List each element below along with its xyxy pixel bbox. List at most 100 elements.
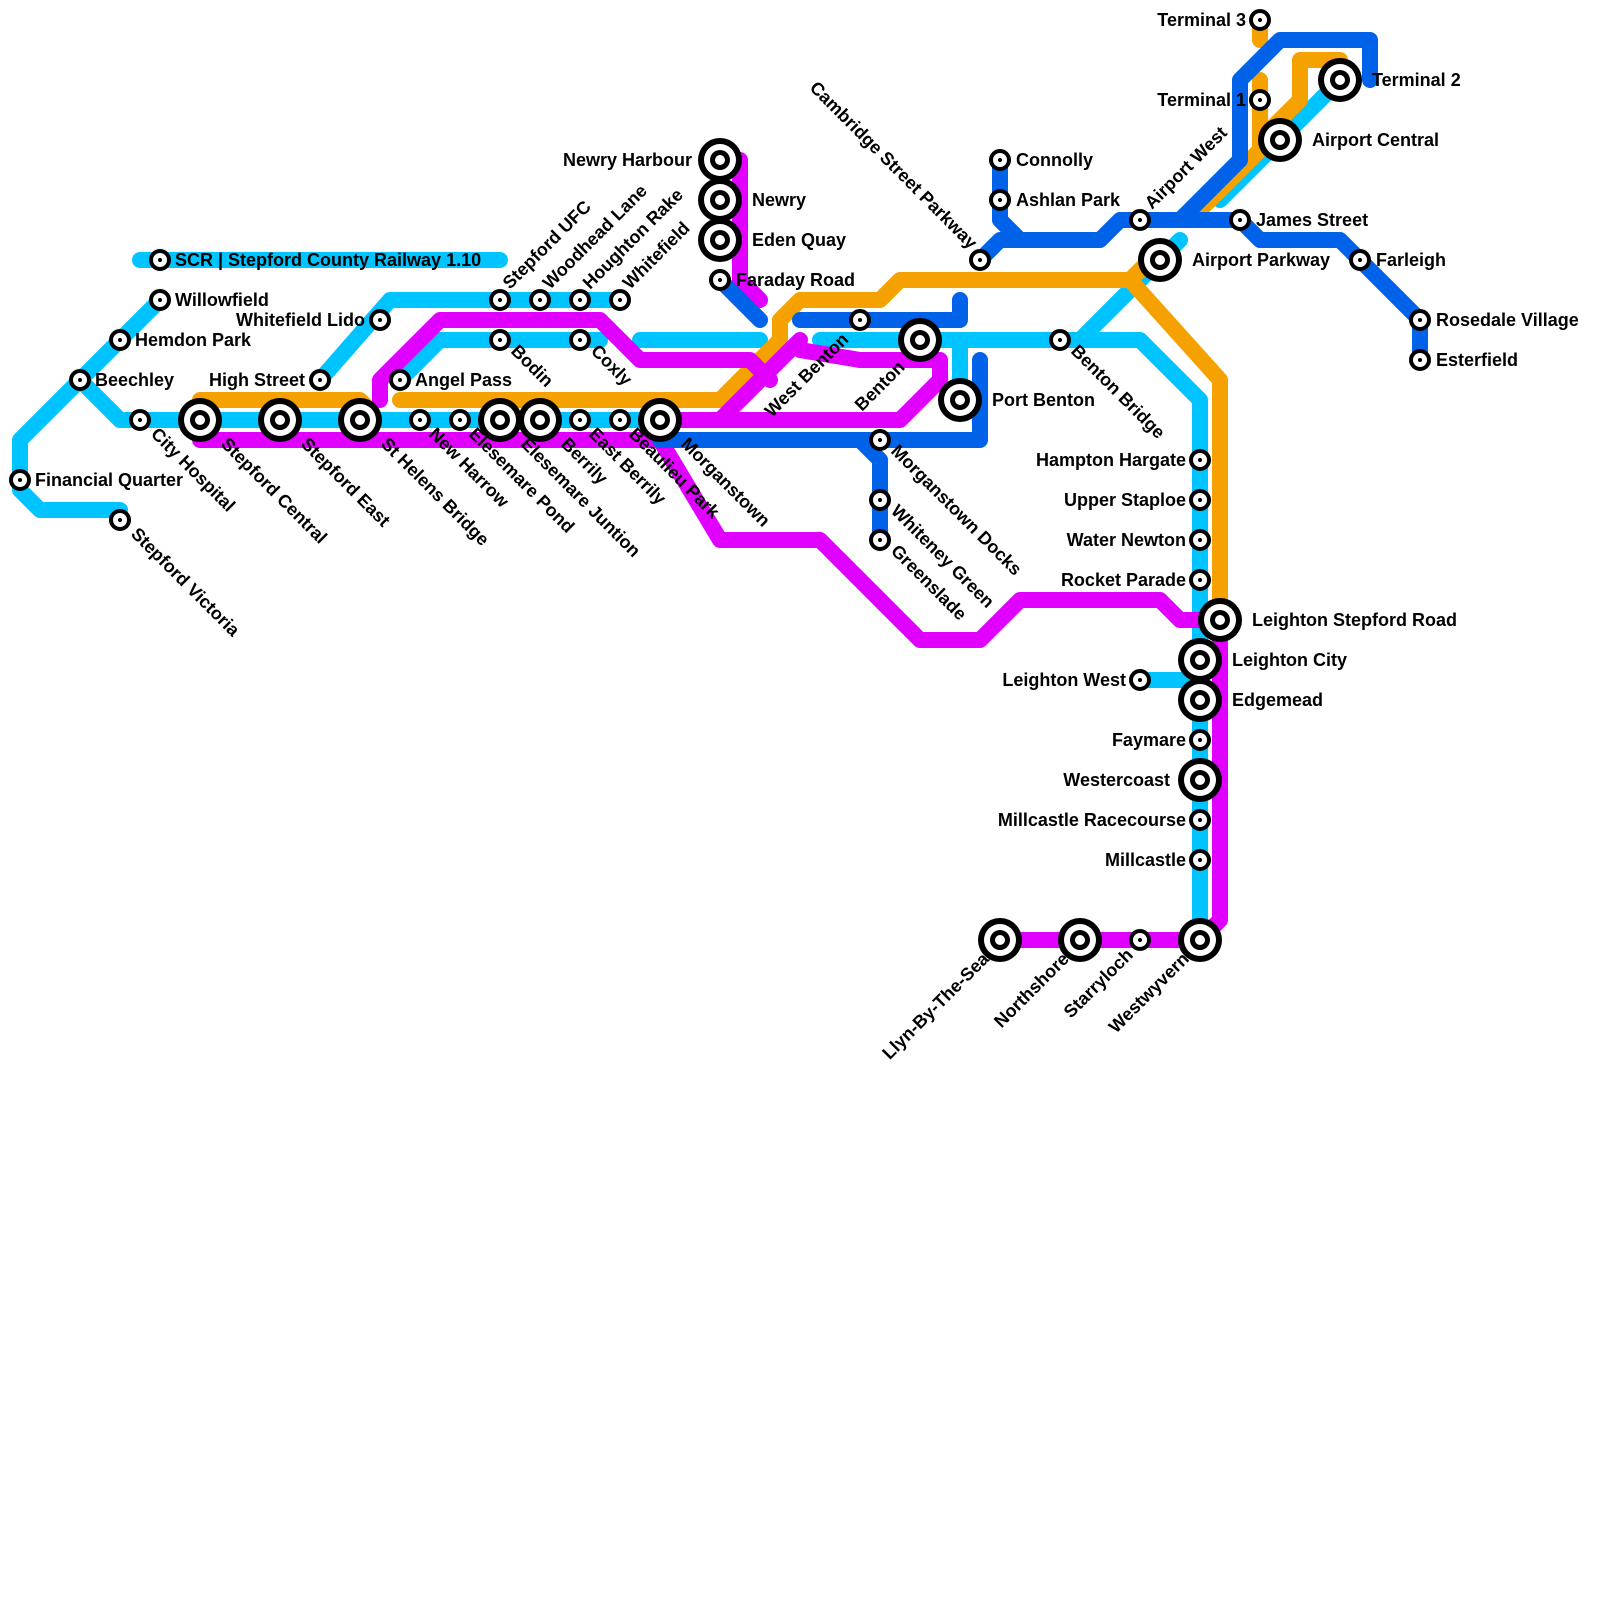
stop-ashlan-park[interactable] <box>991 191 1009 209</box>
label-high-street: High Street <box>209 370 305 390</box>
label-millcastle-racecourse: Millcastle Racecourse <box>998 810 1186 830</box>
label-st-helens-bridge: St Helens Bridge <box>377 434 493 550</box>
interchange-newry-harbour[interactable] <box>698 138 742 182</box>
label-rocket-parade: Rocket Parade <box>1061 570 1186 590</box>
stop-bodin[interactable] <box>491 331 509 349</box>
interchange-newry[interactable] <box>698 178 742 222</box>
stop-millcastle-racecourse[interactable] <box>1191 811 1209 829</box>
stop-whitefield[interactable] <box>611 291 629 309</box>
label-upper-staploe: Upper Staploe <box>1064 490 1186 510</box>
stop-leighton-west[interactable] <box>1131 671 1149 689</box>
label-farleigh: Farleigh <box>1376 250 1446 270</box>
interchange-port-benton[interactable] <box>938 378 982 422</box>
stop-connolly[interactable] <box>991 151 1009 169</box>
label-james-street: James Street <box>1256 210 1368 230</box>
label-leighton-stepford-road: Leighton Stepford Road <box>1252 610 1457 630</box>
stop-greenslade[interactable] <box>871 531 889 549</box>
label-financial-quarter: Financial Quarter <box>35 470 183 490</box>
stop-stepford-victoria[interactable] <box>111 511 129 529</box>
stop-high-street[interactable] <box>311 371 329 389</box>
label-terminal-2: Terminal 2 <box>1372 70 1461 90</box>
label-airport-central: Airport Central <box>1312 130 1439 150</box>
label-connolly: Connolly <box>1016 150 1093 170</box>
stop-beaulieu-park[interactable] <box>611 411 629 429</box>
label-airport-parkway: Airport Parkway <box>1192 250 1330 270</box>
label-cambridge-street-parkway: Cambridge Street Parkway <box>806 77 981 252</box>
stop-benton-bridge[interactable] <box>1051 331 1069 349</box>
stop-farleigh[interactable] <box>1351 251 1369 269</box>
label-willowfield: Willowfield <box>175 290 269 310</box>
interchange-stepford-east[interactable] <box>258 398 302 442</box>
stop-beechley[interactable] <box>71 371 89 389</box>
label-llyn-by-the-sea: Llyn-By-The-Sea <box>878 948 993 1063</box>
stop-terminal-3[interactable] <box>1251 11 1269 29</box>
stop-east-berrily[interactable] <box>571 411 589 429</box>
stop-esterfield[interactable] <box>1411 351 1429 369</box>
stop-scr[interactable] <box>151 251 169 269</box>
interchange-airport-parkway[interactable] <box>1138 238 1182 282</box>
label-angel-pass: Angel Pass <box>415 370 512 390</box>
label-bodin: Bodin <box>507 341 557 391</box>
label-ashlan-park: Ashlan Park <box>1016 190 1121 210</box>
stop-stepford-ufc[interactable] <box>491 291 509 309</box>
stop-whiteney-green[interactable] <box>871 491 889 509</box>
label-hemdon-park: Hemdon Park <box>135 330 252 350</box>
stop-cambridge-street-parkway[interactable] <box>971 251 989 269</box>
label-faymare: Faymare <box>1112 730 1186 750</box>
label-millcastle: Millcastle <box>1105 850 1186 870</box>
title-label: SCR | Stepford County Railway 1.10 <box>175 250 481 270</box>
stop-james-street[interactable] <box>1231 211 1249 229</box>
interchange-edgemead[interactable] <box>1178 678 1222 722</box>
stop-hampton-hargate[interactable] <box>1191 451 1209 469</box>
label-leighton-west: Leighton West <box>1002 670 1126 690</box>
stop-city-hospital[interactable] <box>131 411 149 429</box>
stop-woodhead-lane[interactable] <box>531 291 549 309</box>
stop-faraday-road[interactable] <box>711 271 729 289</box>
stop-rocket-parade[interactable] <box>1191 571 1209 589</box>
interchange-leighton-stepford-road[interactable] <box>1198 598 1242 642</box>
interchange-terminal-2[interactable] <box>1318 58 1362 102</box>
stop-morganstown-docks[interactable] <box>871 431 889 449</box>
stop-elesemare-pond[interactable] <box>451 411 469 429</box>
interchange-st-helens-bridge[interactable] <box>338 398 382 442</box>
label-rosedale-village: Rosedale Village <box>1436 310 1579 330</box>
stop-millcastle[interactable] <box>1191 851 1209 869</box>
stop-west-benton[interactable] <box>851 311 869 329</box>
stop-hemdon-park[interactable] <box>111 331 129 349</box>
interchange-eden-quay[interactable] <box>698 218 742 262</box>
label-leighton-city: Leighton City <box>1232 650 1347 670</box>
stop-angel-pass[interactable] <box>391 371 409 389</box>
label-westercoast: Westercoast <box>1063 770 1170 790</box>
stop-terminal-1[interactable] <box>1251 91 1269 109</box>
stop-water-newton[interactable] <box>1191 531 1209 549</box>
label-hampton-hargate: Hampton Hargate <box>1036 450 1186 470</box>
stop-upper-staploe[interactable] <box>1191 491 1209 509</box>
stop-starryloch[interactable] <box>1131 931 1149 949</box>
label-edgemead: Edgemead <box>1232 690 1323 710</box>
label-beechley: Beechley <box>95 370 174 390</box>
stop-willowfield[interactable] <box>151 291 169 309</box>
interchange-westercoast[interactable] <box>1178 758 1222 802</box>
interchange-leighton-city[interactable] <box>1178 638 1222 682</box>
label-whitefield-lido: Whitefield Lido <box>236 310 365 330</box>
stop-financial-quarter[interactable] <box>11 471 29 489</box>
interchange-stepford-central[interactable] <box>178 398 222 442</box>
stop-new-harrow[interactable] <box>411 411 429 429</box>
stop-rosedale-village[interactable] <box>1411 311 1429 329</box>
label-esterfield: Esterfield <box>1436 350 1518 370</box>
label-eden-quay: Eden Quay <box>752 230 846 250</box>
stop-coxly[interactable] <box>571 331 589 349</box>
stop-faymare[interactable] <box>1191 731 1209 749</box>
interchange-airport-central[interactable] <box>1258 118 1302 162</box>
label-terminal-1: Terminal 1 <box>1157 90 1246 110</box>
interchange-berrily[interactable] <box>518 398 562 442</box>
stop-whitefield-lido[interactable] <box>371 311 389 329</box>
label-port-benton: Port Benton <box>992 390 1095 410</box>
label-terminal-3: Terminal 3 <box>1157 10 1246 30</box>
label-faraday-road: Faraday Road <box>736 270 855 290</box>
label-newry-harbour: Newry Harbour <box>563 150 692 170</box>
stop-houghton-rake[interactable] <box>571 291 589 309</box>
interchange-benton[interactable] <box>898 318 942 362</box>
stop-airport-west[interactable] <box>1131 211 1149 229</box>
